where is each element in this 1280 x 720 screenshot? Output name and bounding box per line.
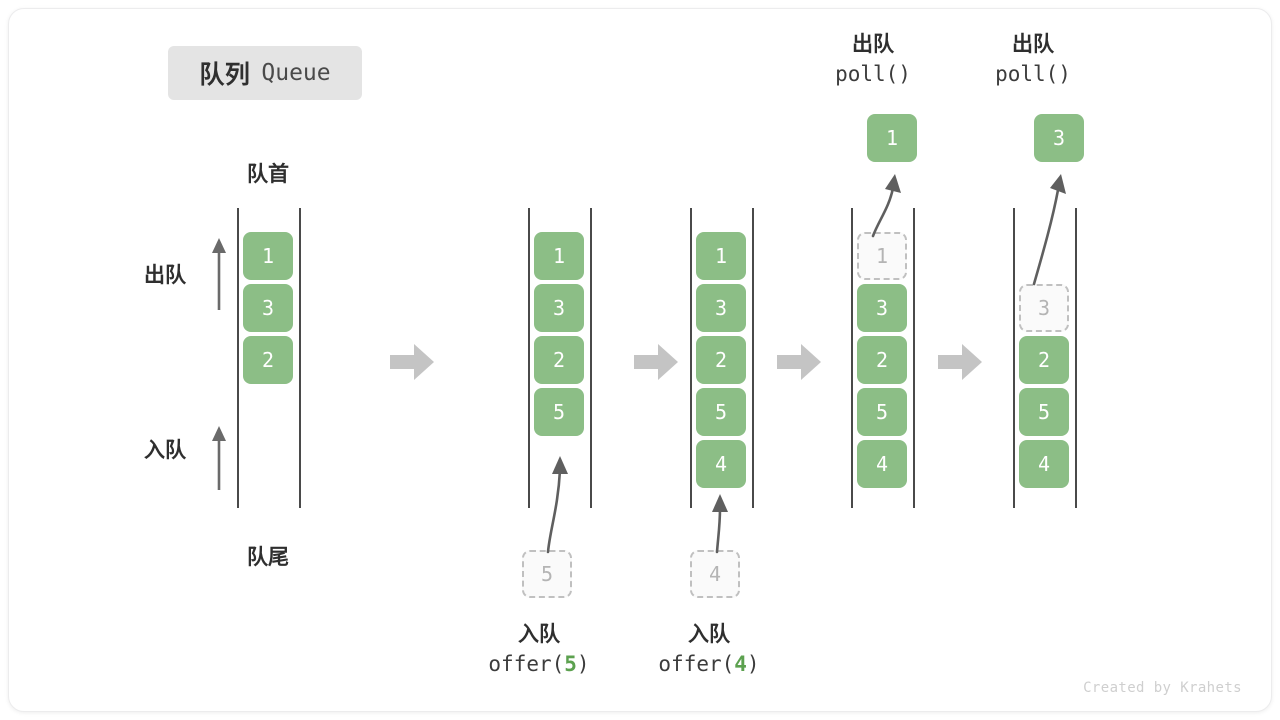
queue-head-label: 队首 — [247, 163, 289, 186]
op-offer-5-label: 入队 — [518, 623, 560, 646]
queue-cell: 2 — [857, 336, 907, 384]
op-offer-4-label: 入队 — [688, 623, 730, 646]
flow-arrow-2-icon — [634, 344, 678, 380]
queue-rail-right — [752, 208, 754, 508]
queue-cell: 4 — [857, 440, 907, 488]
queue-cell: 1 — [857, 232, 907, 280]
queue-cell: 5 — [534, 388, 584, 436]
queue-cell: 4 — [696, 440, 746, 488]
title-label-en: Queue — [261, 60, 331, 86]
queue-tail-label: 队尾 — [247, 546, 289, 569]
op-offer-5-code: offer(5) — [449, 650, 629, 680]
code-prefix: poll( — [835, 61, 899, 86]
dequeue-direction-label: 出队 — [144, 264, 186, 287]
dequeue-direction-arrow-icon — [212, 238, 226, 310]
code-prefix: poll( — [995, 61, 1059, 86]
code-suffix: ) — [898, 61, 911, 86]
queue-cell: 5 — [857, 388, 907, 436]
op-offer-4: 入队 offer(4) — [619, 620, 799, 680]
enqueue-direction-label: 入队 — [144, 439, 186, 462]
credit-text: Created by Krahets — [1083, 680, 1242, 696]
code-suffix: ) — [746, 651, 760, 676]
queue-cell: 2 — [534, 336, 584, 384]
code-suffix: ) — [1058, 61, 1071, 86]
queue-cell: 4 — [1019, 440, 1069, 488]
op-poll-1-label: 出队 — [852, 33, 894, 56]
queue-rail-left — [690, 208, 692, 508]
queue-cell: 5 — [1019, 388, 1069, 436]
motion-curve-poll-3 — [1032, 174, 1066, 286]
code-argument: 4 — [734, 651, 747, 676]
queue-cell: 1 — [534, 232, 584, 280]
flow-arrow-1-icon — [390, 344, 434, 380]
op-poll-2: 出队 poll() — [943, 30, 1123, 90]
queue-rail-left — [237, 208, 239, 508]
title-badge: 队列 Queue — [168, 46, 362, 100]
queue-cell: 2 — [243, 336, 293, 384]
flow-arrow-3-icon — [777, 344, 821, 380]
queue-rail-right — [590, 208, 592, 508]
queue-cell: 3 — [534, 284, 584, 332]
queue-cell: 1 — [243, 232, 293, 280]
queue-cell: 1 — [696, 232, 746, 280]
queue-rail-left — [528, 208, 530, 508]
incoming-4-cell: 4 — [690, 550, 740, 598]
queue-cell: 3 — [857, 284, 907, 332]
queue-cell: 2 — [1019, 336, 1069, 384]
op-offer-5: 入队 offer(5) — [449, 620, 629, 680]
title-label-cn: 队列 — [199, 61, 251, 89]
motion-curve-offer-4 — [712, 494, 728, 554]
queue-rail-left — [851, 208, 853, 508]
queue-cell: 2 — [696, 336, 746, 384]
code-suffix: ) — [576, 651, 590, 676]
queue-cell: 5 — [696, 388, 746, 436]
flow-arrow-4-icon — [938, 344, 982, 380]
code-prefix: offer( — [488, 651, 565, 676]
enqueue-direction-arrow-icon — [212, 426, 226, 490]
outgoing-3-cell: 3 — [1034, 114, 1084, 162]
motion-curve-poll-1 — [871, 174, 901, 238]
queue-rail-left — [1013, 208, 1015, 508]
op-poll-2-code: poll() — [943, 60, 1123, 90]
incoming-5-cell: 5 — [522, 550, 572, 598]
op-poll-1: 出队 poll() — [783, 30, 963, 90]
queue-rail-right — [913, 208, 915, 508]
op-poll-1-code: poll() — [783, 60, 963, 90]
code-prefix: offer( — [658, 651, 735, 676]
queue-rail-right — [1075, 208, 1077, 508]
queue-cell: 3 — [243, 284, 293, 332]
queue-rail-right — [299, 208, 301, 508]
op-offer-4-code: offer(4) — [619, 650, 799, 680]
motion-curve-offer-5 — [546, 456, 568, 554]
op-poll-2-label: 出队 — [1012, 33, 1054, 56]
outgoing-1-cell: 1 — [867, 114, 917, 162]
code-argument: 5 — [564, 651, 577, 676]
queue-cell: 3 — [696, 284, 746, 332]
queue-cell: 3 — [1019, 284, 1069, 332]
